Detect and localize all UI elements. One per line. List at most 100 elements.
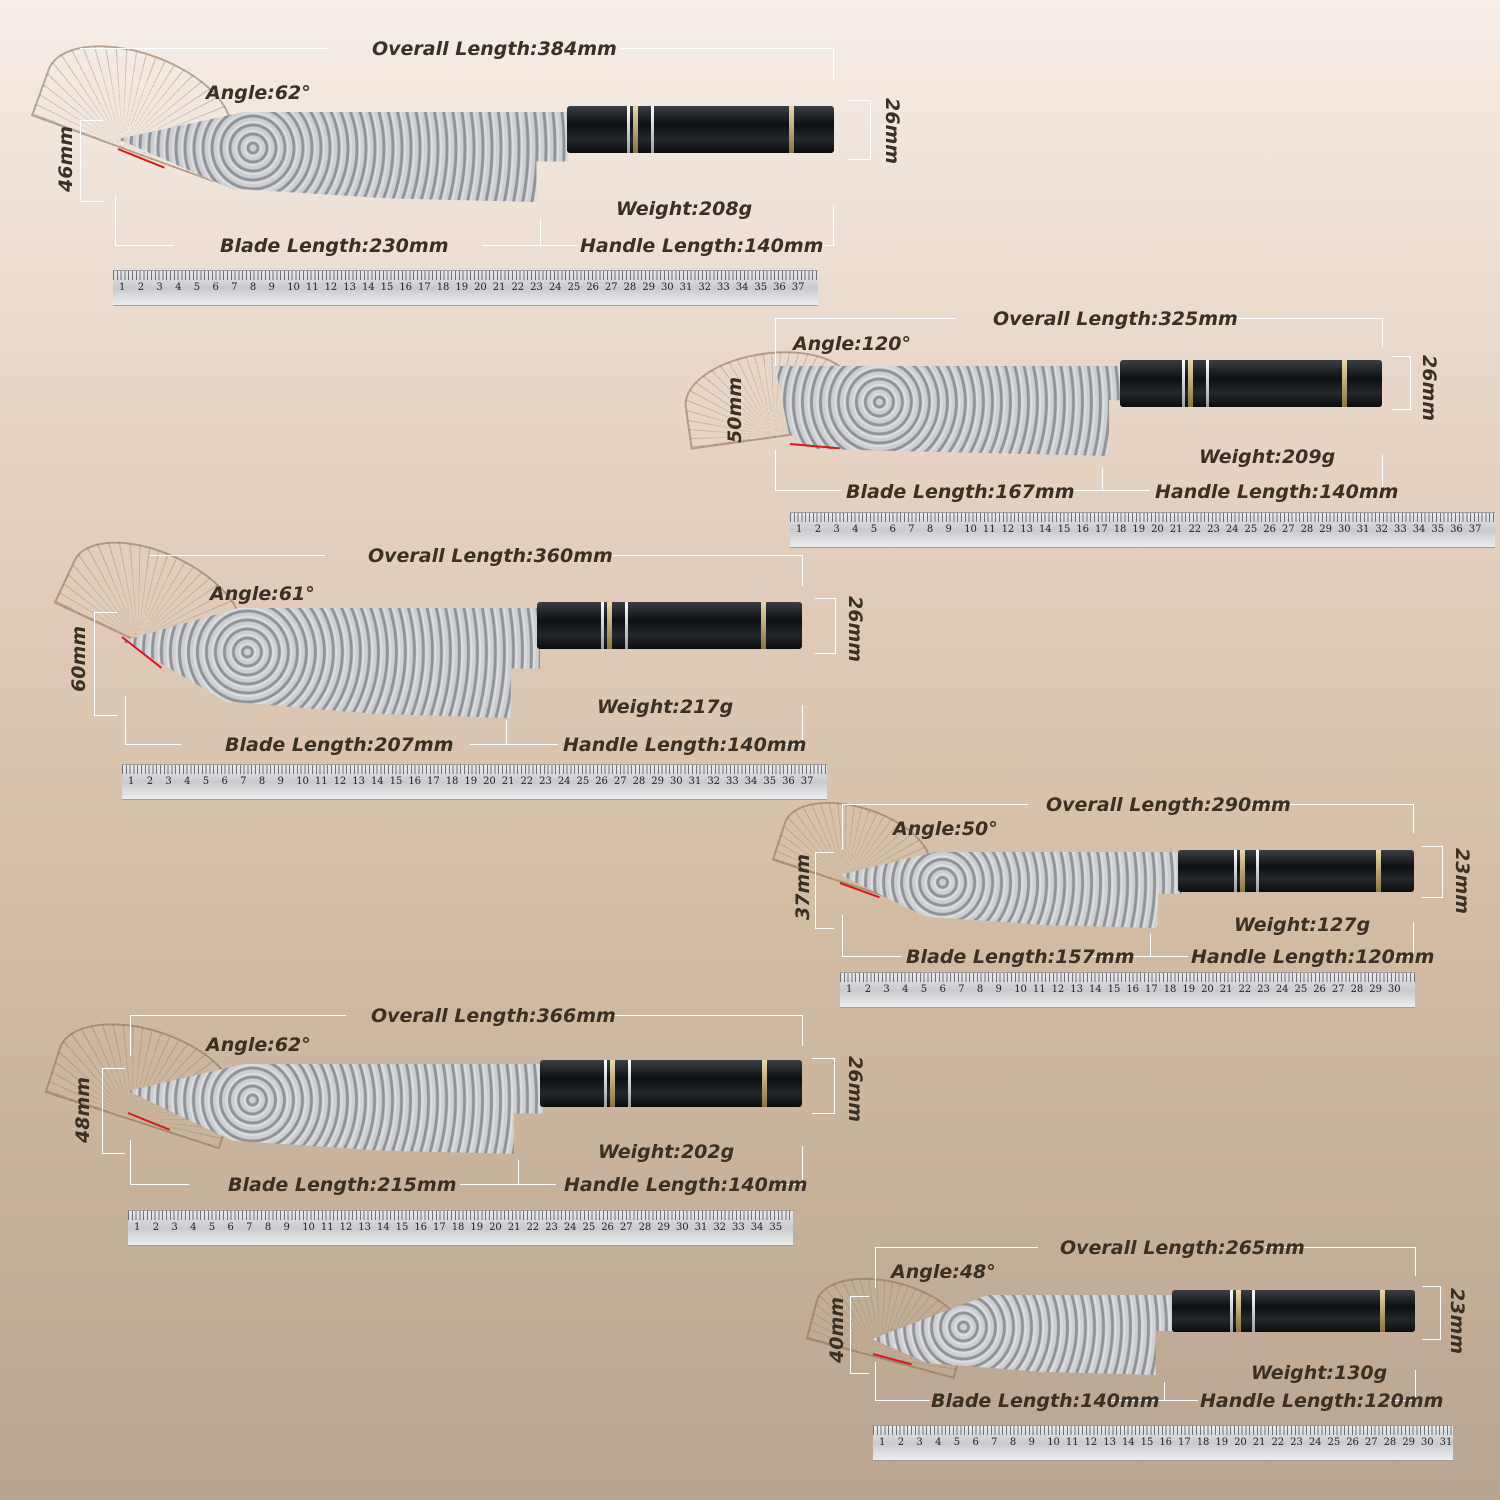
ruler-number: 11 [314,776,328,787]
blade [775,366,1123,456]
ruler-number: 22 [1238,984,1252,995]
ruler-number: 12 [339,1222,353,1233]
ruler-number: 1 [879,1437,886,1448]
ruler-number: 31 [1356,524,1370,535]
ruler-number: 3 [156,282,163,293]
blade-length-label: Blade Length:140mm [931,1390,1160,1412]
ruler-number: 10 [296,776,309,787]
ruler-number: 15 [1140,1437,1154,1448]
ruler-number: 5 [208,1222,216,1233]
handle [1120,360,1382,407]
ruler-number: 4 [175,282,182,293]
ruler-number: 25 [567,282,581,293]
ruler-number: 24 [548,282,562,293]
handle-length-label: Handle Length:120mm [1200,1390,1444,1412]
ruler-number: 12 [324,282,338,293]
blade [118,112,568,202]
ruler-number: 18 [1163,984,1177,995]
weight-label: Weight:209g [1199,446,1336,468]
ruler-number: 15 [1057,524,1071,535]
blade-height-label: 60mm [68,625,90,692]
ruler-number: 23 [1257,984,1270,995]
ruler-number: 10 [1014,984,1027,995]
blade-length-label: Blade Length:157mm [906,946,1135,968]
ruler-number: 27 [613,776,627,787]
ruler-number: 22 [520,776,534,787]
ruler-number: 13 [358,1222,371,1233]
handle-length-label: Handle Length:120mm [1191,946,1435,968]
ruler-number: 19 [464,776,478,787]
ruler-number: 25 [576,776,590,787]
ruler-number: 15 [395,1222,409,1233]
ruler-number: 21 [1169,524,1183,535]
blade-height-label: 48mm [72,1076,94,1143]
ruler-number: 28 [1350,984,1364,995]
ruler-number: 33 [717,282,730,293]
ruler-number: 15 [380,282,394,293]
handle-length-label: Handle Length:140mm [1155,481,1399,503]
ruler-number: 5 [953,1437,961,1448]
handle-length-label: Handle Length:140mm [563,734,807,756]
spine-label: 23mm [1451,848,1473,915]
ruler-number: 30 [675,1222,689,1233]
ruler-number: 9 [283,1222,290,1233]
ruler-number: 25 [582,1222,596,1233]
ruler-number: 28 [1383,1437,1397,1448]
ruler-number: 32 [1375,524,1389,535]
ruler-number: 4 [902,984,909,995]
overall-length-label: Overall Length:366mm [371,1005,616,1027]
ruler-number: 7 [240,776,247,787]
ruler-number: 13 [343,282,356,293]
ruler-number: 37 [1468,524,1482,535]
ruler-number: 9 [995,984,1002,995]
ruler-number: 3 [171,1222,178,1233]
ruler-number: 34 [744,776,758,787]
ruler-number: 3 [165,776,172,787]
ruler-number: 22 [511,282,525,293]
ruler-number: 8 [264,1222,272,1233]
ruler-number: 24 [557,776,571,787]
ruler-number: 7 [246,1222,253,1233]
ruler-number: 16 [1159,1437,1173,1448]
ruler-number: 23 [1207,524,1220,535]
ruler-number: 28 [638,1222,652,1233]
angle-label: Angle:48° [891,1261,996,1283]
ruler-number: 16 [1126,984,1140,995]
ruler-number: 9 [945,524,952,535]
ruler-number: 35 [763,776,777,787]
ruler-number: 26 [601,1222,614,1233]
ruler-number: 2 [897,1437,905,1448]
ruler-number: 27 [1364,1437,1378,1448]
blade-height-label: 37mm [792,853,814,920]
ruler-number: 14 [1121,1437,1135,1448]
ruler-number: 23 [1290,1437,1303,1448]
overall-length-label: Overall Length:325mm [993,308,1238,330]
ruler-number: 1 [134,1222,141,1233]
ruler-number: 6 [889,524,896,535]
ruler-number: 2 [137,282,145,293]
handle [567,106,834,153]
ruler-number: 14 [1088,984,1102,995]
ruler-number: 27 [1281,524,1295,535]
ruler-number: 16 [1076,524,1090,535]
ruler-number: 24 [1225,524,1239,535]
spine-label: 26mm [844,596,866,663]
ruler-number: 26 [1313,984,1326,995]
ruler-number: 21 [1252,1437,1266,1448]
ruler-number: 37 [791,282,805,293]
ruler-number: 5 [870,524,878,535]
ruler-number: 8 [926,524,934,535]
weight-label: Weight:130g [1251,1362,1388,1384]
weight-label: Weight:127g [1234,914,1371,936]
ruler-number: 29 [1369,984,1382,995]
weight-label: Weight:217g [597,696,734,718]
ruler-number: 7 [231,282,238,293]
ruler-number: 21 [492,282,506,293]
ruler-number: 18 [1113,524,1127,535]
ruler-number: 6 [221,776,228,787]
